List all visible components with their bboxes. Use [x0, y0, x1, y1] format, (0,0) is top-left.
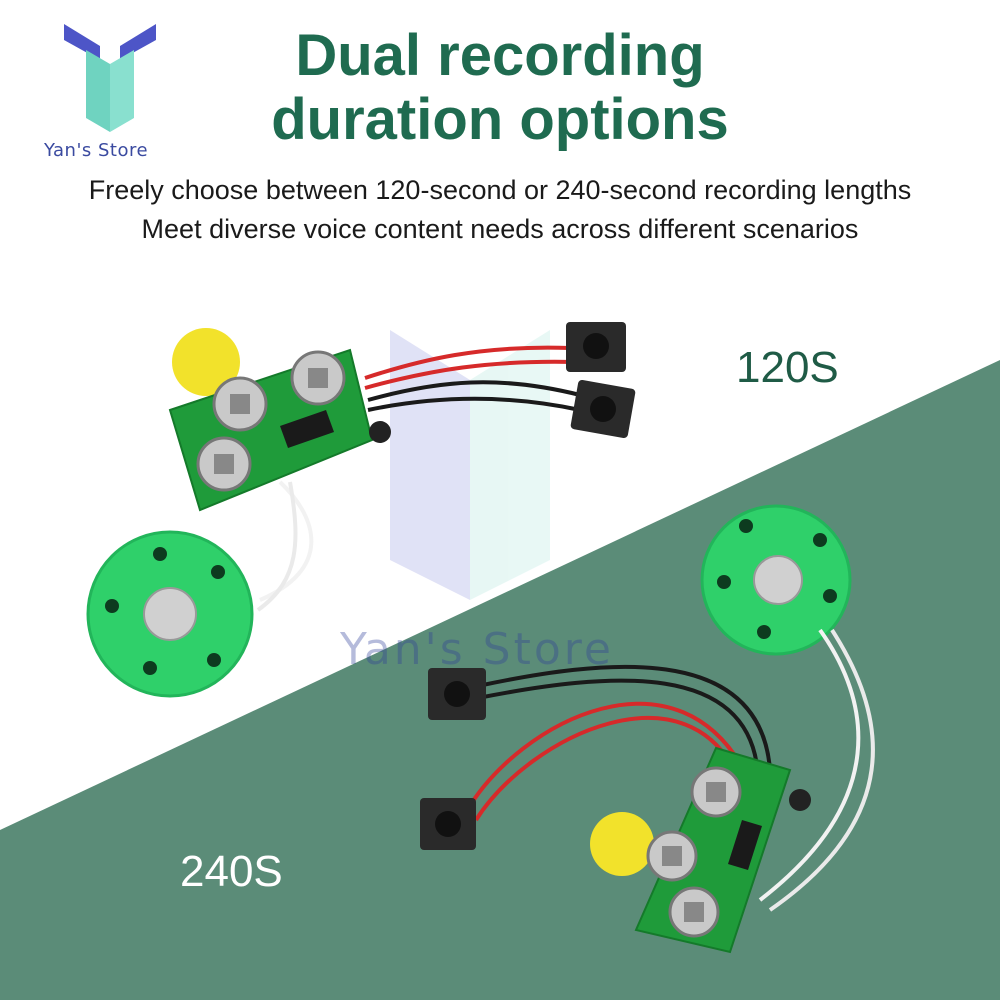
yellow-sticker	[590, 812, 654, 876]
ic-chip	[280, 410, 334, 448]
microphone	[369, 421, 391, 443]
subtitle-line-1: Freely choose between 120-second or 240-…	[88, 175, 912, 205]
yellow-sticker	[172, 328, 240, 396]
push-button	[428, 668, 486, 720]
subtitle-line-2: Meet diverse voice content needs across …	[141, 214, 859, 244]
speaker	[700, 504, 852, 656]
push-button	[570, 379, 636, 439]
coin-battery	[646, 830, 698, 882]
coin-battery	[196, 436, 252, 492]
duration-label-240s: 240S	[180, 847, 283, 896]
microphone	[789, 789, 811, 811]
push-button	[420, 798, 476, 850]
watermark-text: Yan's Store	[340, 624, 614, 675]
coin-battery	[690, 766, 742, 818]
title-line-2: duration options	[271, 87, 729, 152]
module-120s	[86, 322, 636, 698]
watermark-logo	[390, 330, 550, 600]
module-240s	[420, 504, 875, 954]
coin-battery	[212, 376, 268, 432]
coin-battery	[290, 350, 346, 406]
title-line-1: Dual recording	[295, 23, 705, 88]
brand-logo	[64, 24, 156, 132]
ic-chip	[728, 820, 762, 870]
coin-battery	[668, 886, 720, 938]
duration-label-120s: 120S	[736, 343, 839, 392]
speaker	[86, 530, 254, 698]
push-button	[566, 322, 626, 372]
brand-name: Yan's Store	[44, 140, 149, 161]
page-title: Dual recording duration options	[180, 24, 820, 152]
